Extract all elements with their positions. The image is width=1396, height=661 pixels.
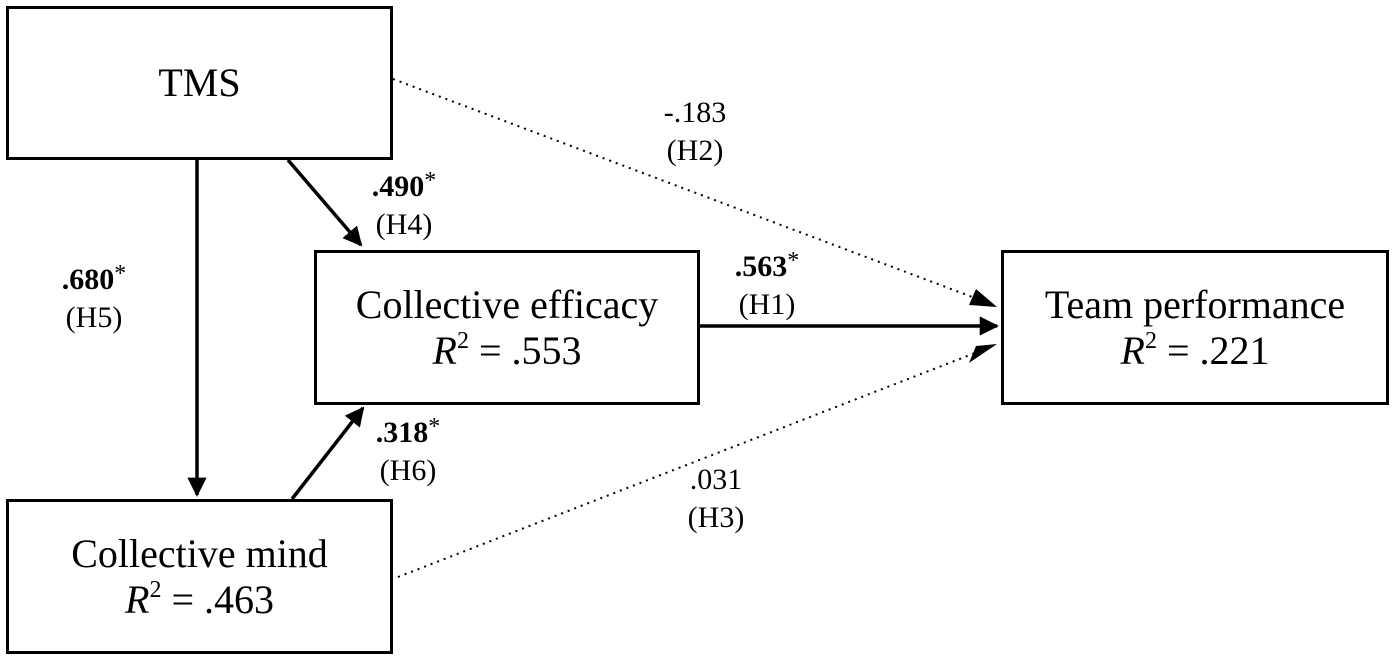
label-h1: .563* (H1) bbox=[735, 248, 800, 324]
node-collective-efficacy-r2: R2 = .553 bbox=[432, 327, 582, 373]
label-h3: .031 (H3) bbox=[688, 461, 745, 537]
coef-h6: .318 bbox=[375, 416, 429, 449]
label-h2: -.183 (H2) bbox=[664, 94, 727, 170]
coef-h1: .563 bbox=[734, 250, 788, 283]
label-h6: .318* (H6) bbox=[376, 414, 441, 490]
hyp-h4: (H4) bbox=[375, 208, 433, 241]
node-team-performance-r2: R2 = .221 bbox=[1120, 327, 1270, 373]
hyp-h6: (H6) bbox=[379, 454, 437, 487]
hyp-h5: (H5) bbox=[65, 301, 123, 334]
node-collective-efficacy-label: Collective efficacy bbox=[355, 281, 659, 327]
coef-h4: .490 bbox=[371, 170, 425, 203]
arrow-h2 bbox=[392, 78, 976, 299]
sig-h4: * bbox=[424, 168, 437, 194]
hyp-h2: (H2) bbox=[666, 134, 724, 167]
coef-h5: .680 bbox=[61, 263, 115, 296]
sig-h1: * bbox=[787, 248, 800, 274]
node-collective-mind: Collective mind R2 = .463 bbox=[6, 499, 393, 654]
node-tms-label: TMS bbox=[158, 60, 241, 105]
hyp-h3: (H3) bbox=[687, 501, 745, 534]
arrow-h3 bbox=[397, 352, 976, 578]
arrow-h4 bbox=[286, 158, 363, 247]
node-team-performance-label: Team performance bbox=[1044, 281, 1346, 327]
sig-h6: * bbox=[428, 414, 441, 440]
coef-h2: -.183 bbox=[663, 96, 727, 129]
sig-h5: * bbox=[114, 261, 127, 287]
arrow-h6 bbox=[290, 406, 365, 501]
label-h5: .680* (H5) bbox=[62, 261, 127, 337]
hyp-h1: (H1) bbox=[738, 288, 796, 321]
node-collective-mind-label: Collective mind bbox=[71, 530, 328, 576]
coef-h3: .031 bbox=[689, 463, 743, 496]
node-team-performance: Team performance R2 = .221 bbox=[1001, 250, 1389, 405]
label-h4: .490* (H4) bbox=[372, 168, 437, 244]
arrowhead-h3 bbox=[969, 344, 997, 363]
node-collective-efficacy: Collective efficacy R2 = .553 bbox=[314, 250, 700, 405]
arrowhead-h2 bbox=[969, 289, 997, 307]
node-tms: TMS bbox=[6, 6, 393, 160]
node-collective-mind-r2: R2 = .463 bbox=[125, 576, 274, 622]
